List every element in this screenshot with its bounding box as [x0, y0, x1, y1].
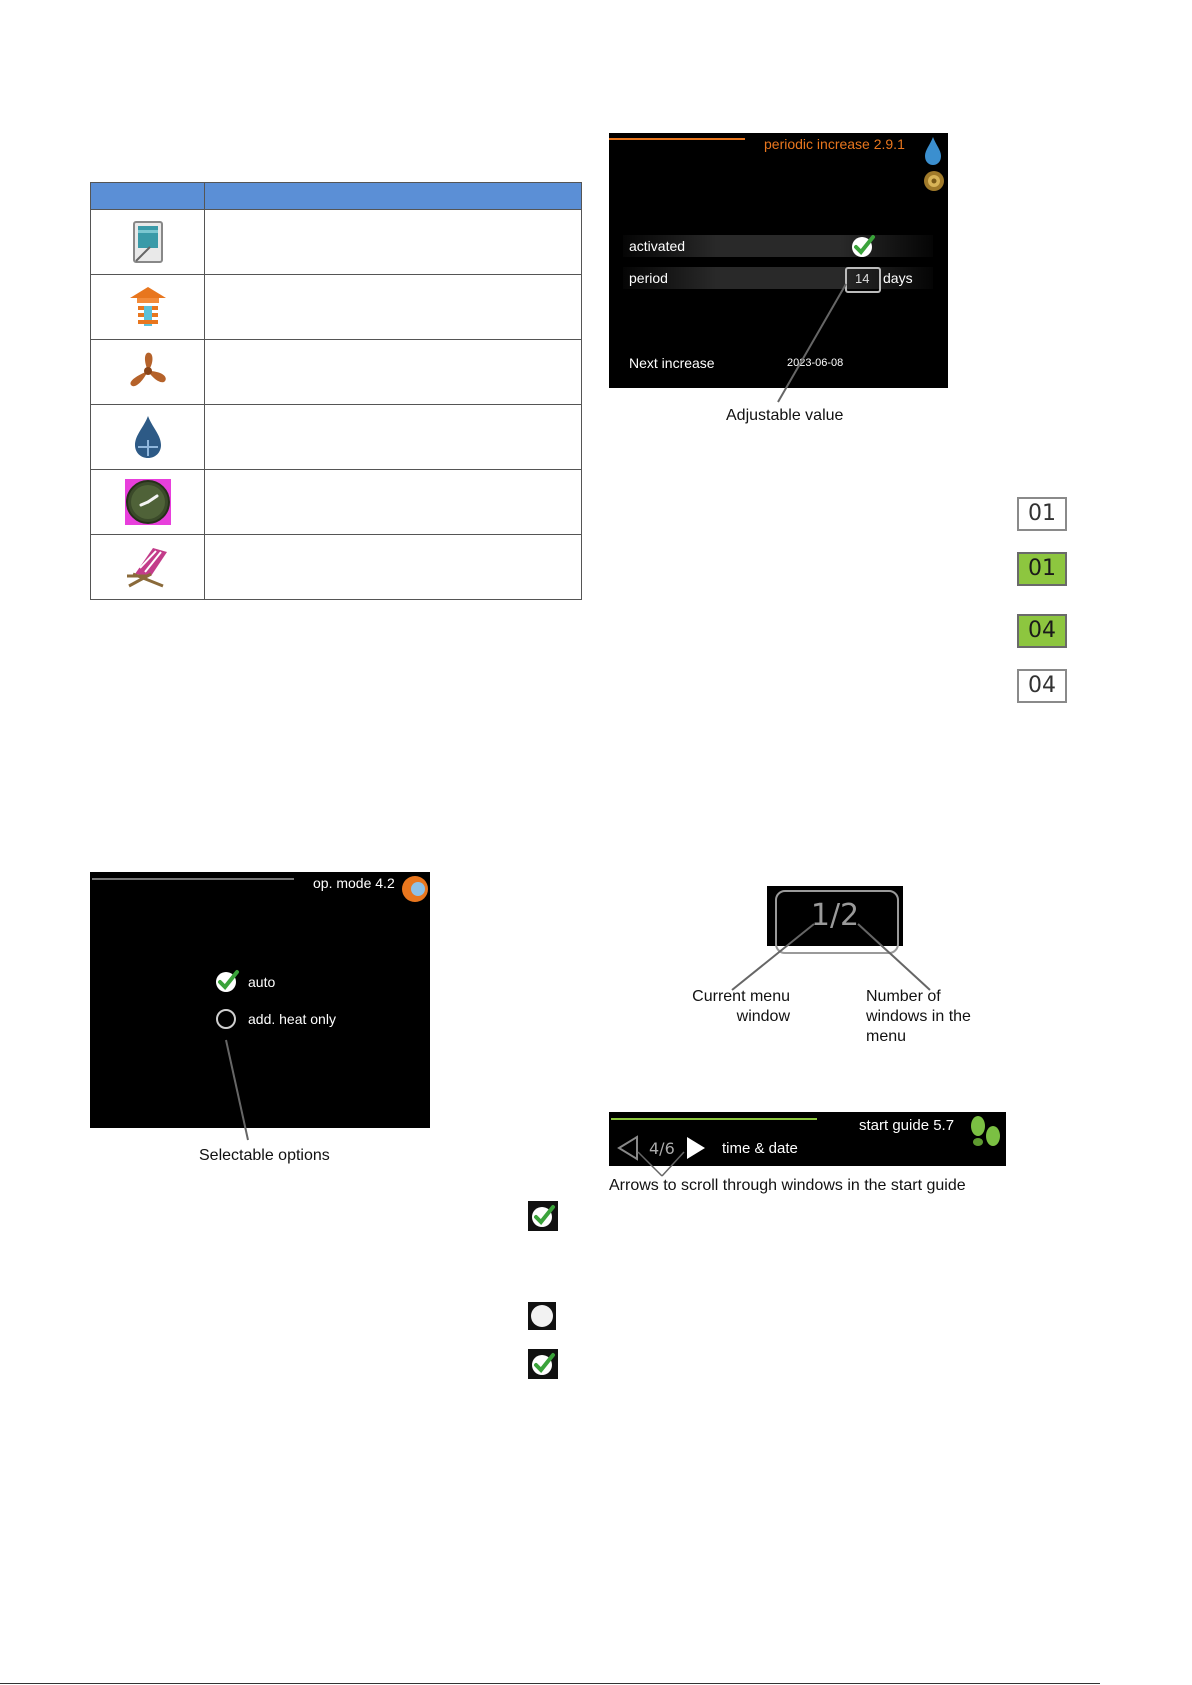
callout-line	[777, 283, 847, 403]
period-value: 14	[855, 271, 870, 286]
title-underline	[92, 878, 294, 880]
indicator-frame	[775, 890, 899, 954]
water-drop-icon	[925, 137, 941, 165]
gear-icon	[924, 171, 944, 191]
checkbox-checked-icon	[528, 1349, 558, 1379]
period-label: period	[629, 270, 668, 286]
option-add-heat-label[interactable]: add. heat only	[248, 1011, 336, 1027]
page-divider	[0, 1683, 1100, 1684]
menu-window-indicator: 1/2	[767, 886, 903, 954]
title-underline	[611, 1118, 817, 1120]
start-guide-item: time & date	[722, 1140, 798, 1157]
number-box-selected: 04	[1017, 614, 1067, 648]
start-guide-screen: start guide 5.7 4/6 time & date	[609, 1112, 1006, 1166]
deckchair-icon	[126, 548, 167, 588]
arrow-left-icon[interactable]	[615, 1134, 641, 1162]
screen-title: start guide 5.7	[859, 1117, 955, 1134]
checkbox-checked-icon	[528, 1201, 558, 1231]
activated-label: activated	[629, 238, 686, 254]
callout-line	[225, 1039, 249, 1141]
scroll-arrows-caption: Arrows to scroll through windows in the …	[609, 1177, 966, 1194]
table-row	[90, 339, 582, 405]
screen-title: periodic increase 2.9.1	[764, 136, 905, 152]
start-guide-page: 4/6	[649, 1139, 675, 1158]
sun-icon	[402, 876, 428, 902]
clock-icon	[124, 479, 171, 525]
number-of-windows-caption: Number of windows in the menu	[866, 988, 971, 1045]
table-row	[90, 469, 582, 535]
number-box-selected: 01	[1017, 552, 1067, 586]
adjustable-value-caption: Adjustable value	[726, 407, 844, 424]
symbol-table-header	[90, 182, 582, 210]
period-row	[623, 267, 933, 289]
number-box-normal: 01	[1017, 497, 1067, 531]
selectable-options-caption: Selectable options	[199, 1147, 330, 1164]
checkmark-icon[interactable]	[214, 967, 242, 995]
next-increase-label: Next increase	[629, 355, 715, 371]
period-value-box[interactable]	[845, 267, 881, 293]
title-underline	[609, 138, 745, 140]
hot-water-heater-icon	[132, 221, 163, 263]
callout-lines	[731, 923, 931, 991]
arrow-right-icon[interactable]	[683, 1134, 709, 1162]
period-unit: days	[883, 270, 913, 286]
callout-lines	[637, 1151, 685, 1177]
indicator-value: 1/2	[810, 898, 860, 933]
table-row	[90, 404, 582, 470]
current-menu-window-caption: Current menu window	[692, 988, 790, 1025]
heating-tower-icon	[129, 287, 166, 326]
table-row	[90, 209, 582, 275]
option-auto-label[interactable]: auto	[248, 974, 276, 990]
table-row	[90, 534, 582, 600]
number-box-normal: 04	[1017, 669, 1067, 703]
footsteps-icon	[971, 1116, 1000, 1146]
radio-empty-icon[interactable]	[214, 1007, 238, 1031]
fan-icon	[129, 352, 166, 387]
op-mode-screen: op. mode 4.2 auto add. heat only	[90, 872, 430, 1128]
screen-title: op. mode 4.2	[313, 875, 395, 891]
symbol-table	[90, 182, 582, 600]
periodic-increase-screen: periodic increase 2.9.1 activated period…	[609, 133, 948, 388]
table-row	[90, 274, 582, 340]
radio-empty-icon	[528, 1302, 556, 1330]
water-drop-icon	[134, 416, 161, 458]
checkmark-icon[interactable]	[849, 232, 877, 260]
